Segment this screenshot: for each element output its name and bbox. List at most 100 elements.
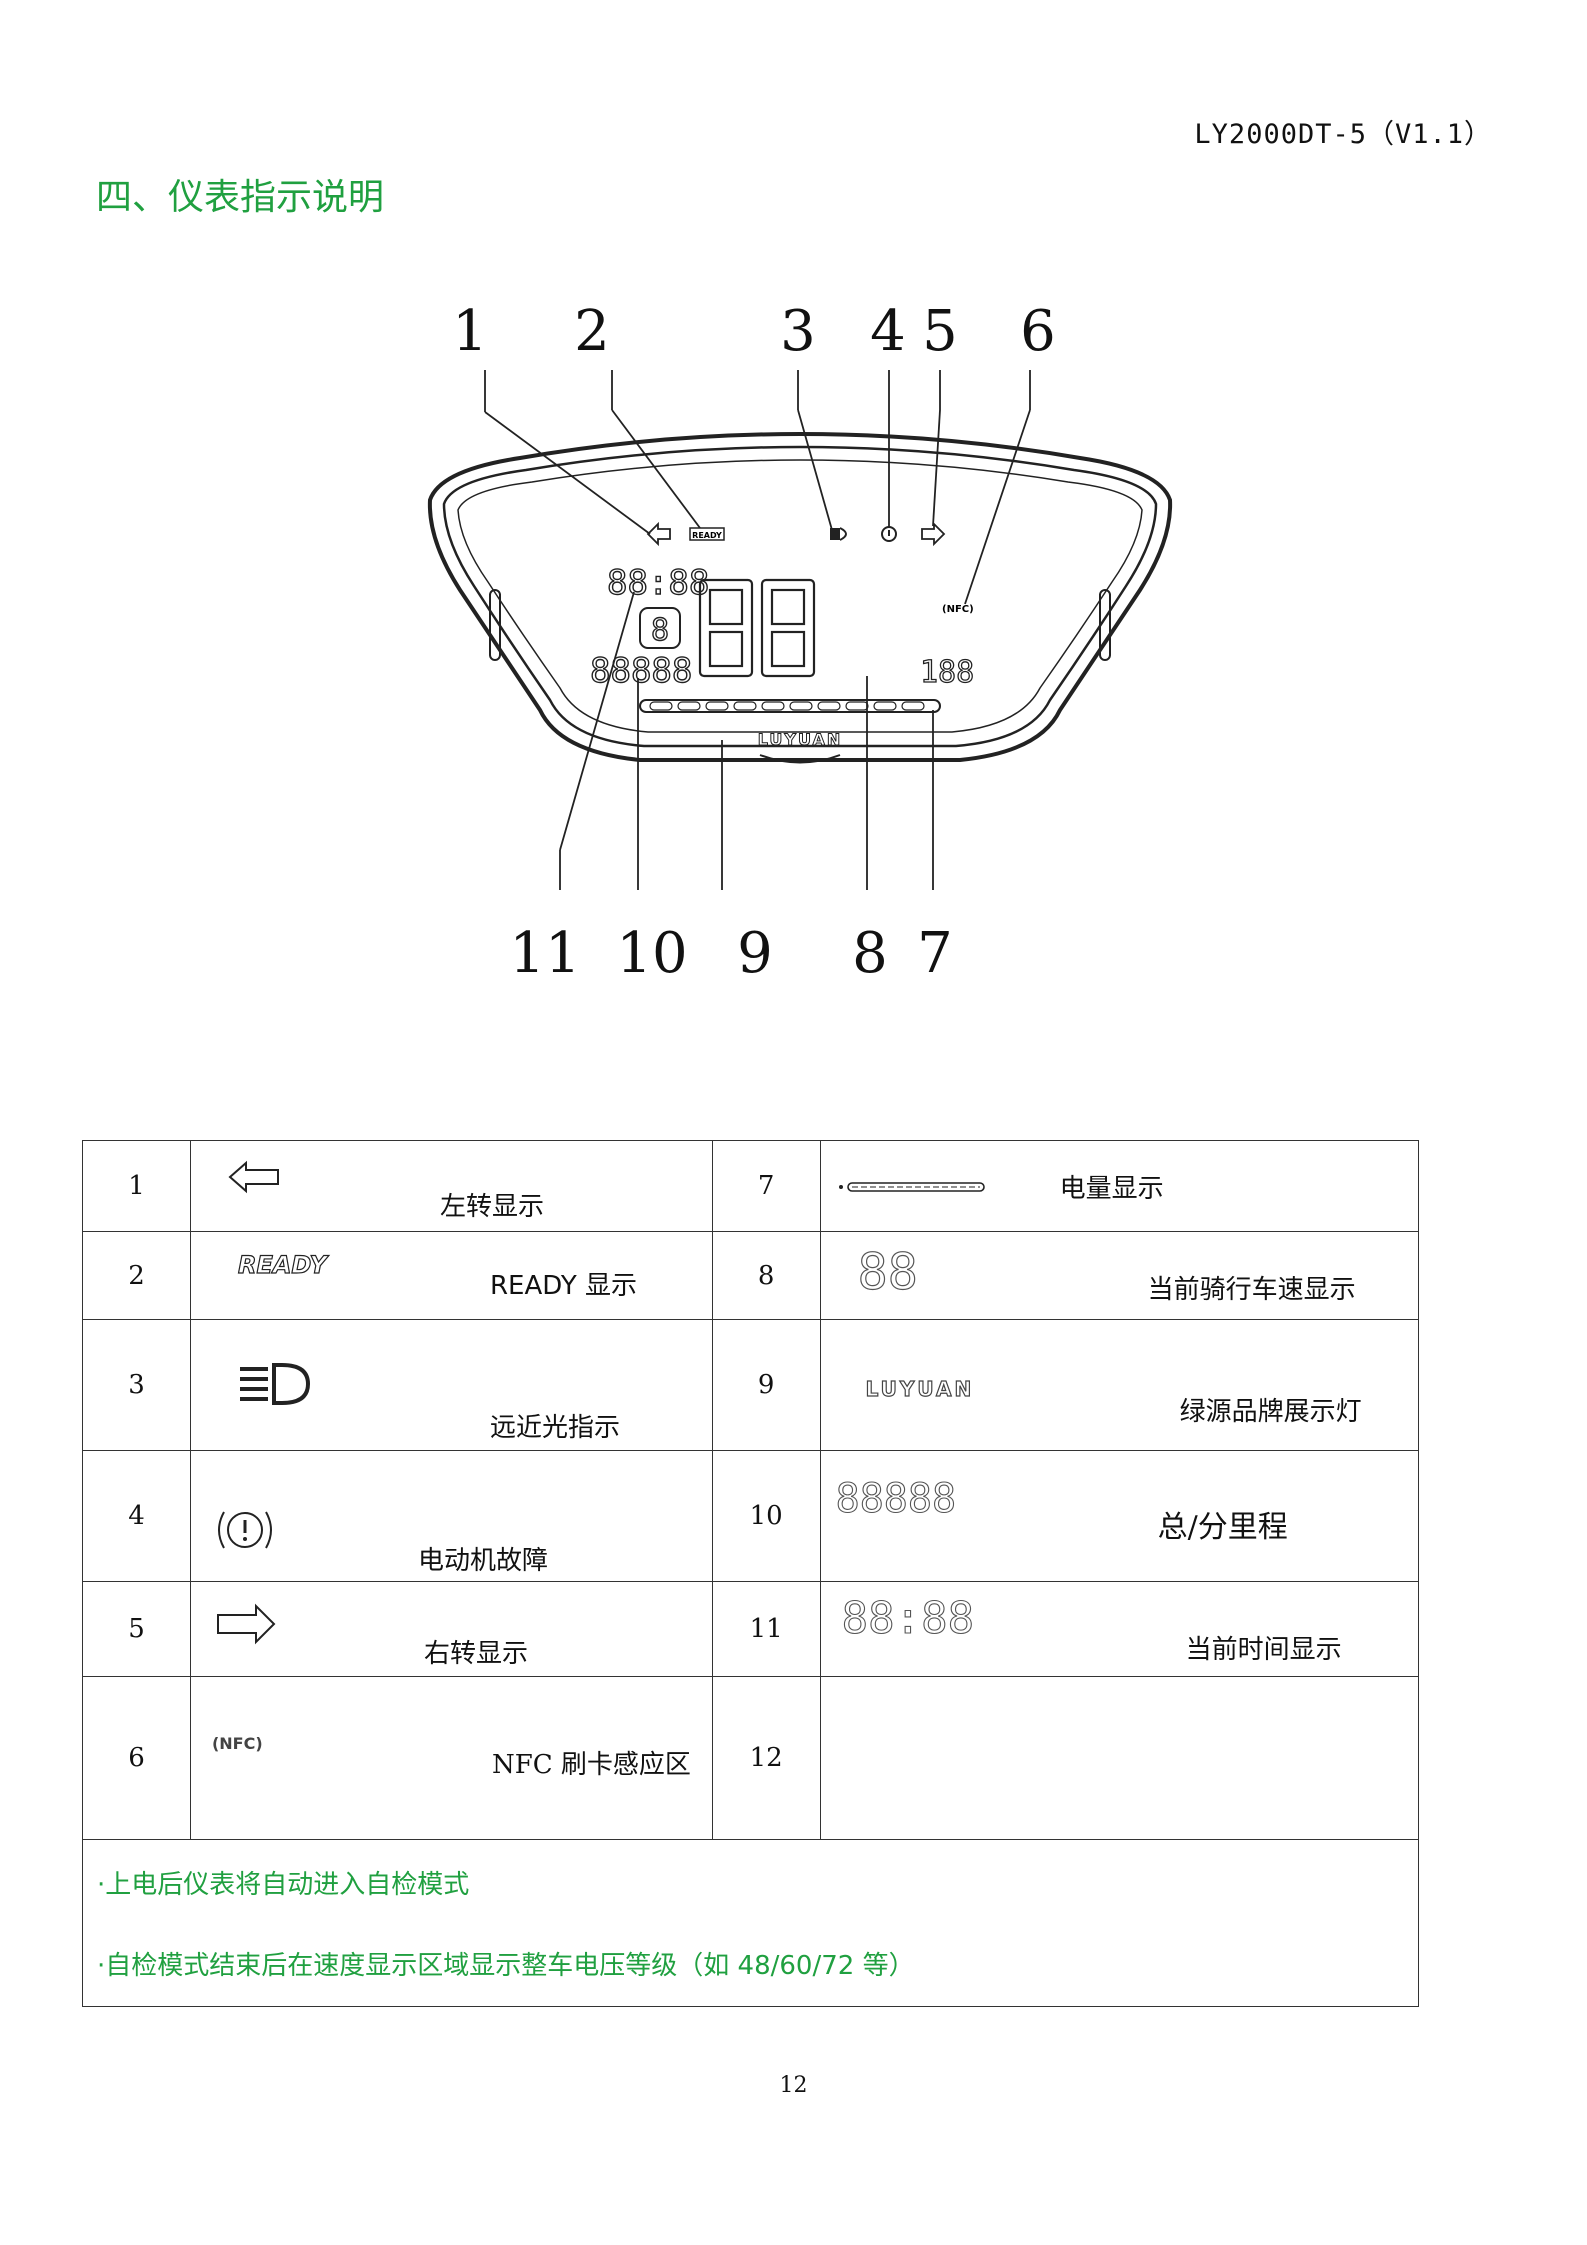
table-cell: 左转显示 [189,1140,713,1232]
right-turn-icon [921,521,946,547]
battery-segment [677,701,701,711]
row-number: 1 [82,1140,191,1232]
battery-segment [649,701,673,711]
item-description: 电动机故障 [417,1546,548,1576]
odometer-display: 88888 [590,651,692,691]
notes-cell: ·上电后仪表将自动进入自检模式 ·自检模式结束后在速度显示区域显示整车电压等级（… [82,1839,1419,2007]
row-number: 4 [82,1450,191,1582]
callout-label-4: 4 [870,299,906,364]
nfc-indicator-text: (NFC) [942,604,974,615]
row-number: 11 [711,1581,821,1677]
speed-digits-icon: 88 [857,1242,918,1301]
item-description: 当前时间显示 [1185,1635,1342,1665]
item-description: 绿源品牌展示灯 [1179,1397,1362,1427]
page-number: 12 [779,2073,808,2098]
table-cell: (NFC) NFC 刷卡感应区 [189,1676,713,1840]
battery-segment [761,701,785,711]
table-cell: 远近光指示 [189,1319,713,1451]
luyuan-logo-icon: LUYUAN [865,1376,975,1401]
clock-digits-icon: 88:88 [841,1592,975,1644]
nfc-icon: (NFC) [211,1734,263,1753]
table-cell: LUYUAN 绿源品牌展示灯 [819,1319,1420,1451]
item-description: 左转显示 [439,1192,544,1222]
table-cell: 右转显示 [189,1581,713,1677]
battery-segment [705,701,729,711]
row-number: 5 [82,1581,191,1677]
callout-label-9: 9 [737,921,773,986]
table-cell: 88 当前骑行车速显示 [819,1231,1420,1320]
note-2: ·自检模式结束后在速度显示区域显示整车电压等级（如 48/60/72 等） [97,1951,915,1981]
row-number: 3 [82,1319,191,1451]
callout-label-7: 7 [917,921,953,986]
headlight-indicator-icon [830,527,847,541]
clock-display: 88:88 [607,563,709,603]
section-title: 四、仪表指示说明 [96,177,385,218]
row-number: 12 [711,1676,821,1840]
ready-text-icon: READY [237,1250,327,1279]
right-side-bar [1099,589,1111,661]
callout-label-1: 1 [452,299,488,364]
gear-display-frame [639,607,681,649]
battery-segment [789,701,813,711]
motor-fault-indicator-icon [881,526,897,542]
dashboard-housing [427,432,1173,764]
row-number: 10 [711,1450,821,1582]
table-cell [819,1676,1420,1840]
item-description: 总/分里程 [1157,1510,1288,1545]
row-number: 7 [711,1140,821,1232]
callout-label-11: 11 [509,921,580,986]
row-number: 6 [82,1676,191,1840]
battery-percent-display: 188 [920,655,974,690]
battery-bar-icon [838,1182,985,1192]
row-number: 2 [82,1231,191,1320]
dashboard-svg: 1 2 3 4 5 6 READY (NFC) [427,299,1173,986]
item-description: 右转显示 [423,1639,528,1669]
table-row: 6 (NFC) NFC 刷卡感应区 12 [82,1676,1420,1840]
headlight-icon [239,1363,310,1405]
legend-table: 1 左转显示 7 电量显示 [82,1140,1420,2007]
row-number: 8 [711,1231,821,1320]
callout-label-5: 5 [922,299,958,364]
brand-logo-text: LUYUAN [758,730,842,749]
battery-segment [845,701,869,711]
table-row: 3 远近光指示 9 LUYUAN 绿源品牌展示灯 [82,1319,1420,1451]
left-turn-icon [646,521,671,547]
battery-segment [873,701,897,711]
battery-bar-segments [649,701,925,711]
table-cell: READY READY 显示 [189,1231,713,1320]
table-cell: 电量显示 [819,1140,1420,1232]
callout-label-8: 8 [852,921,888,986]
right-arrow-icon [216,1603,276,1645]
item-description: 远近光指示 [489,1413,620,1443]
left-side-bar [489,589,501,661]
left-arrow-icon [228,1160,279,1194]
callout-label-6: 6 [1020,299,1056,364]
table-row: 1 左转显示 7 电量显示 [82,1140,1420,1232]
table-cell: 电动机故障 [189,1450,713,1582]
table-row: 2 READY READY 显示 8 88 当前骑行车速显示 [82,1231,1420,1320]
item-description: 当前骑行车速显示 [1147,1275,1356,1305]
battery-segment [817,701,841,711]
note-1: ·上电后仪表将自动进入自检模式 [97,1870,470,1900]
leader-lines [484,370,1031,890]
odometer-digits-icon: 88888 [835,1475,957,1522]
speed-display [698,578,816,678]
table-row: 4 电动机故障 10 88888 总/分里程 [82,1450,1420,1582]
table-cell: 88:88 当前时间显示 [819,1581,1420,1677]
dashboard-diagram: 1 2 3 4 5 6 READY (NFC) [400,290,1200,1010]
callout-label-10: 10 [616,921,687,986]
item-description: NFC 刷卡感应区 [491,1750,691,1780]
gear-display: 8 [651,613,669,648]
notes-row: ·上电后仪表将自动进入自检模式 ·自检模式结束后在速度显示区域显示整车电压等级（… [82,1839,1419,2007]
row-number: 9 [711,1319,821,1451]
document-code: LY2000DT-5（V1.1） [1194,119,1492,150]
callout-label-2: 2 [574,299,610,364]
table-row: 5 右转显示 11 88:88 当前时间显示 [82,1581,1420,1677]
ready-icon-box [689,527,725,541]
table-cell: 88888 总/分里程 [819,1450,1420,1582]
callout-label-3: 3 [780,299,816,364]
item-description: READY 显示 [489,1271,637,1301]
ready-icon-text: READY [692,531,722,540]
motor-fault-icon [217,1511,272,1549]
battery-segment [901,701,925,711]
